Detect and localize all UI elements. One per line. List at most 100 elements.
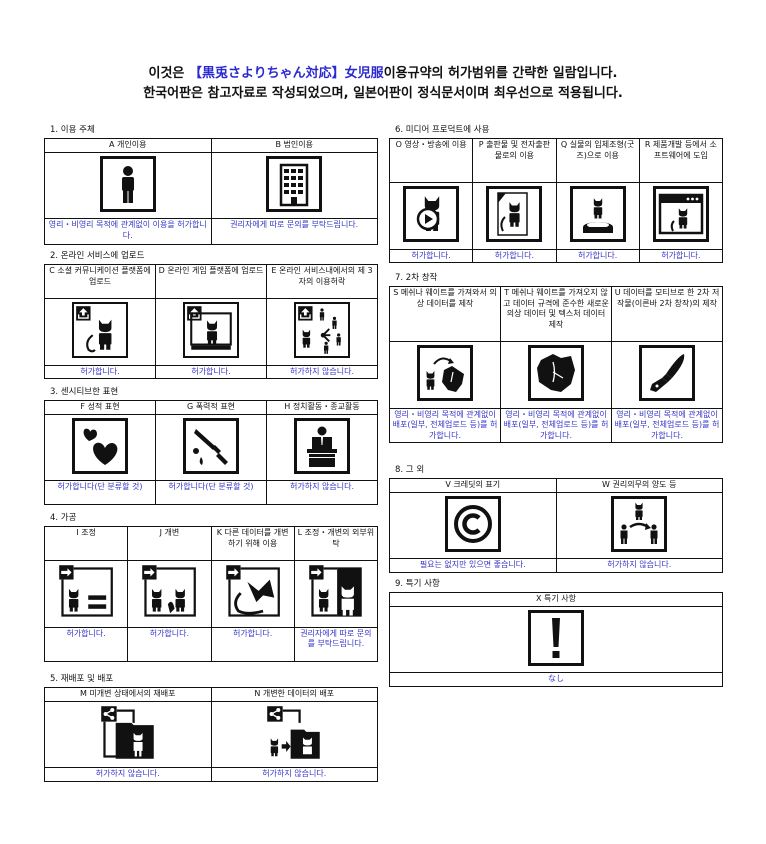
item-label-e: E 온라인 서비스내에서의 제 3자의 이용허락 — [266, 264, 378, 299]
item-status-o: 허가합니다. — [388, 248, 474, 263]
item-status-a: 영리・비영리 목적에 관계없이 이용을 허가합니다. — [44, 218, 212, 245]
item-status-l: 권리자에게 따로 문의를 부탁드립니다. — [293, 626, 379, 662]
item-status-w: 허가하지 않습니다. — [555, 558, 723, 573]
license-table: X 특기 사항 なし — [389, 592, 723, 687]
item-label-x: X 특기 사항 — [389, 592, 723, 607]
item-status-s: 영리・비영리 목적에 관계없이 배포(일부, 전체업로드 등)를 허가합니다. — [389, 407, 501, 443]
item-status-r: 허가합니다. — [638, 248, 724, 263]
item-status-e: 허가하지 않습니다. — [266, 364, 378, 379]
item-label-w: W 권리의무의 양도 등 — [555, 478, 723, 493]
item-label-b: B 법인이용 — [210, 138, 378, 153]
upload-cat-icon — [72, 302, 128, 358]
item-label-k: K 다른 데이터를 개변하기 위해 이용 — [210, 526, 295, 561]
item-icon-cell-b — [210, 151, 378, 219]
podium-icon — [294, 417, 350, 474]
item-status-m: 허가하지 않습니다. — [44, 767, 212, 782]
item-status-h: 허가하지 않습니다. — [266, 480, 378, 505]
item-status-i: 허가합니다. — [43, 626, 129, 662]
item-label-a: A 개인이용 — [44, 138, 212, 153]
license-table: O 영상・방송에 이용 P 출판물 및 전자출판물로의 이용 Q 실물의 입체조… — [388, 138, 724, 263]
item-label-o: O 영상・방송에 이용 — [388, 138, 474, 183]
item-status-u: 영리・비영리 목적에 관계없이 배포(일부, 전체업로드 등)를 허가합니다. — [611, 407, 723, 443]
license-table: V 크레딧의 표기 W 권리의무의 양도 등 필요는 없지만 있으면 좋습니다.… — [389, 478, 723, 573]
section-title: 1. 이용 주체 — [50, 125, 95, 135]
section-title: 5. 재배포 및 배포 — [50, 674, 114, 684]
section-sensitive-expression: 3. 센시티브한 표현 F 성적 표현 G 폭력적 표현 H 정치활동・종교활동… — [44, 386, 378, 505]
pen-nib-icon — [639, 345, 695, 401]
item-status-p: 허가합니다. — [472, 248, 557, 263]
adjust-equal-icon — [58, 564, 115, 620]
section-title: 4. 가공 — [50, 513, 77, 523]
license-table: M 미개변 상태에서의 재배포 N 개변한 데이터의 배포 허가하지 않습니다.… — [44, 687, 378, 782]
header-line1-suffix: 이용규약의 허가범위를 간략한 일람입니다. — [383, 66, 618, 81]
section-title: 6. 미디어 프로덕트에 사용 — [395, 125, 490, 135]
share-modified-icon — [266, 704, 323, 761]
license-table: I 조정 J 개변 K 다른 데이터를 개변하기 위해 이용 L 조정・개변의 … — [43, 526, 379, 662]
share-folder-icon — [99, 704, 156, 761]
item-status-g: 허가합니다(단 분류할 것) — [155, 480, 267, 505]
header-line-1: 이것은 【黒兎さよりちゃん対応】女児服이용규약의 허가범위를 간략한 일람입니다… — [0, 64, 766, 84]
document-header: 이것은 【黒兎さよりちゃん対応】女児服이용규약의 허가범위를 간략한 일람입니다… — [0, 64, 766, 104]
item-status-b: 권리자에게 따로 문의를 부탁드립니다. — [210, 218, 378, 245]
section-special-notes: 9. 특기 사항 X 특기 사항 なし — [389, 578, 723, 687]
person-icon — [99, 155, 156, 212]
item-label-m: M 미개변 상태에서의 재배포 — [44, 687, 212, 702]
hearts-icon — [72, 417, 128, 474]
license-table: A 개인이용 B 법인이용 영리・비영리 목적에 관계없이 이용을 허가합니다.… — [44, 138, 378, 245]
section-processing: 4. 가공 I 조정 J 개변 K 다른 데이터를 개변하기 위해 이용 L 조… — [43, 512, 379, 662]
item-status-q: 허가합니다. — [555, 248, 640, 263]
section-title: 2. 온라인 서비스에 업로드 — [50, 251, 145, 261]
item-label-c: C 소셜 커뮤니케이션 플랫폼에 업로드 — [44, 264, 156, 299]
item-status-j: 허가합니다. — [127, 626, 212, 662]
item-status-x: なし — [389, 672, 723, 687]
item-status-v: 필요는 없지만 있으면 좋습니다. — [389, 558, 557, 573]
item-label-l: L 조정・개변의 외부위탁 — [293, 526, 379, 561]
header-line-2: 한국어판은 참고자료로 작성되었으며, 일본어판이 정식문서이며 최우선으로 적… — [143, 86, 623, 101]
item-label-f: F 성적 표현 — [44, 400, 156, 415]
copyright-icon — [444, 495, 501, 552]
license-table: S 메쉬나 웨이트를 가져와서 의상 데이터를 제작 T 메쉬나 웨이트를 가져… — [389, 286, 723, 443]
item-label-h: H 정치활동・종교활동 — [266, 400, 378, 415]
section-title: 9. 특기 사항 — [395, 579, 440, 589]
item-label-i: I 조정 — [43, 526, 129, 561]
document-cat-icon — [486, 186, 543, 242]
item-label-r: R 제품개발 등에서 소프트웨어에 도입 — [638, 138, 724, 183]
item-label-s: S 메쉬나 웨이트를 가져와서 의상 데이터를 제작 — [389, 286, 501, 342]
modify-cat-icon — [141, 564, 198, 620]
upload-share-users-icon — [294, 302, 350, 358]
video-play-icon — [403, 186, 460, 242]
license-table: F 성적 표현 G 폭력적 표현 H 정치활동・종교활동 허가합니다(단 분류할… — [44, 400, 378, 505]
section-derivative-works: 7. 2차 창작 S 메쉬나 웨이트를 가져와서 의상 데이터를 제작 T 메쉬… — [389, 272, 723, 443]
cat-to-clothes-icon — [417, 345, 473, 401]
knife-icon — [183, 417, 239, 474]
item-label-g: G 폭력적 표현 — [155, 400, 267, 415]
figure-icon — [569, 186, 626, 242]
section-media-products: 6. 미디어 프로덕트에 사용 O 영상・방송에 이용 P 출판물 및 전자출판… — [388, 124, 724, 263]
item-status-f: 허가합니다(단 분류할 것) — [44, 480, 156, 505]
item-label-n: N 개변한 데이터의 배포 — [210, 687, 378, 702]
item-label-q: Q 실물의 입체조형(굿즈)으로 이용 — [555, 138, 640, 183]
item-label-j: J 개변 — [127, 526, 212, 561]
clothes-icon — [528, 345, 584, 401]
item-status-c: 허가합니다. — [44, 364, 156, 379]
header-line1-prefix: 이것은 — [148, 66, 185, 81]
section-online-upload: 2. 온라인 서비스에 업로드 C 소셜 커뮤니케이션 플랫폼에 업로드 D 온… — [44, 250, 378, 379]
item-label-d: D 온라인 게임 플랫폼에 업로드 — [155, 264, 267, 299]
item-label-u: U 데이터를 모티브로 한 2차 저작물(이른바 2차 창작)의 제작 — [611, 286, 723, 342]
section-title: 8. 그 외 — [395, 465, 425, 475]
section-other: 8. 그 외 V 크레딧의 표기 W 권리의무의 양도 등 필요는 없지만 있으… — [389, 464, 723, 573]
use-parts-icon — [224, 564, 281, 620]
item-label-t: T 메쉬나 웨이트를 가져오지 않고 데이터 규격에 준수한 새로운 의상 데이… — [500, 286, 612, 342]
item-status-n: 허가하지 않습니다. — [210, 767, 378, 782]
license-table: C 소셜 커뮤니케이션 플랫폼에 업로드 D 온라인 게임 플랫폼에 업로드 E… — [44, 264, 378, 379]
section-usage-subject: 1. 이용 주체 A 개인이용 B 법인이용 영리・비영리 목적에 관계없이 이… — [44, 124, 378, 245]
transfer-rights-icon — [611, 495, 668, 552]
item-status-k: 허가합니다. — [210, 626, 295, 662]
item-label-v: V 크레딧의 표기 — [389, 478, 557, 493]
item-status-t: 영리・비영리 목적에 관계없이 배포(일부, 전체업로드 등)를 허가합니다. — [500, 407, 612, 443]
section-title: 3. 센시티브한 표현 — [50, 387, 119, 397]
outsource-icon — [307, 564, 364, 620]
item-label-p: P 출판물 및 전자출판물로의 이용 — [472, 138, 557, 183]
upload-game-cat-icon — [183, 302, 239, 358]
item-icon-cell-a — [44, 151, 212, 219]
